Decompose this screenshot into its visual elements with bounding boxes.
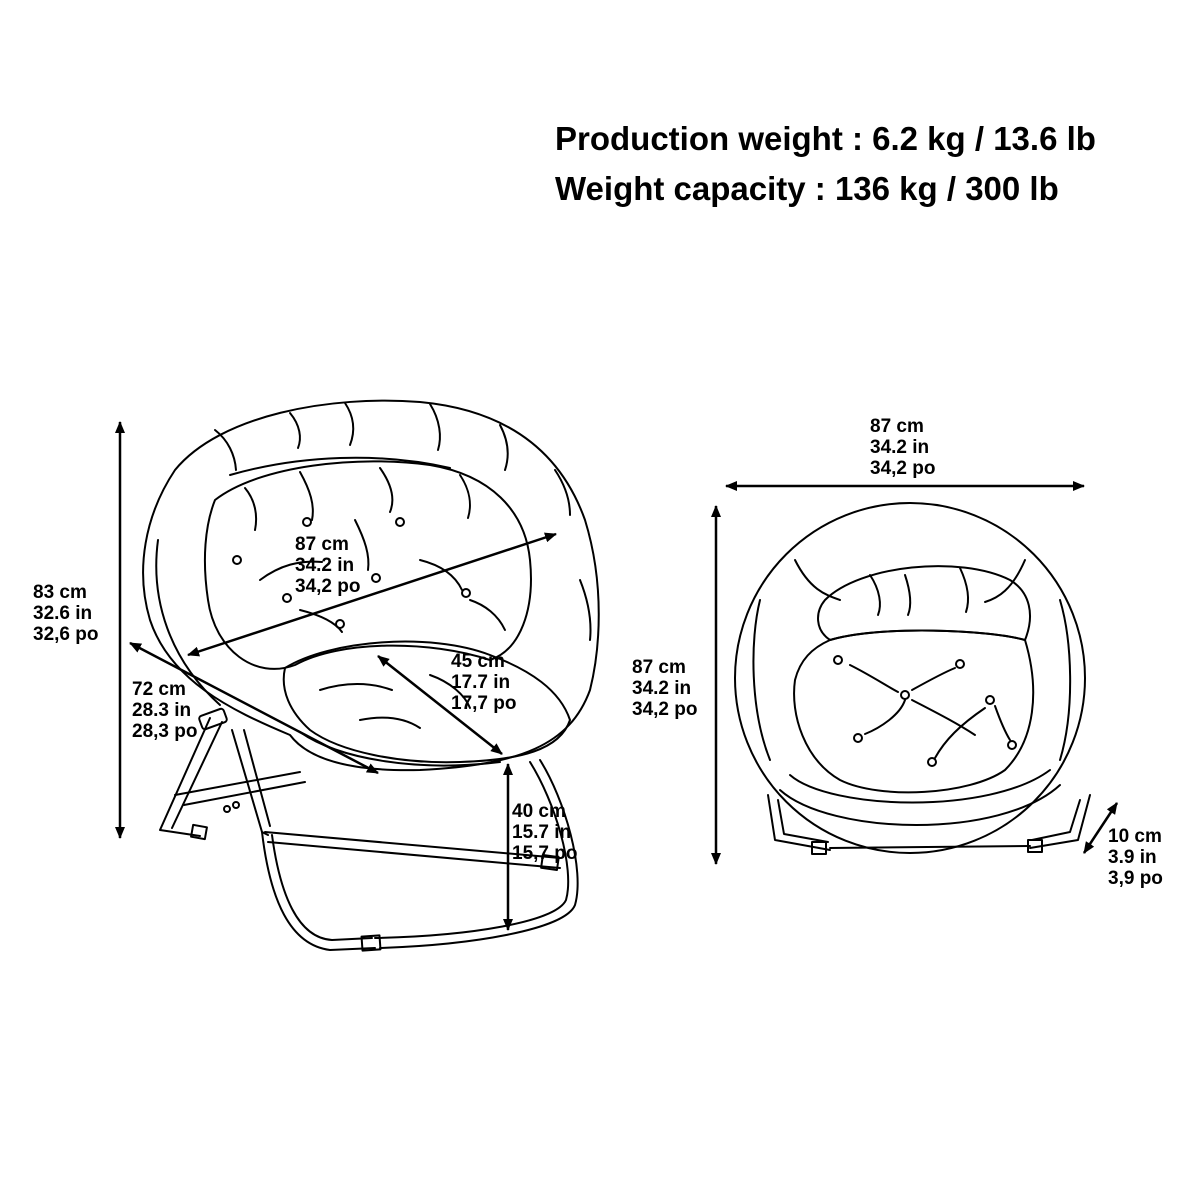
chair-top-view — [734, 502, 1091, 855]
top-backrest — [817, 565, 1031, 641]
arrow-depth-inner — [377, 655, 503, 755]
label-seat-height: 40 cm 15.7 in 15,7 po — [512, 801, 578, 864]
label-height-total: 83 cm 32.6 in 32,6 po — [33, 582, 99, 645]
label-width-front: 87 cm 34.2 in 34,2 po — [295, 534, 361, 597]
arrow-depth-side — [129, 641, 379, 775]
label-frame-clearance: 10 cm 3.9 in 3,9 po — [1108, 826, 1163, 889]
dimension-arrows — [115, 421, 1119, 931]
top-seat — [793, 629, 1035, 794]
chair-perspective-view — [142, 399, 600, 952]
production-weight: Production weight : 6.2 kg / 13.6 lb — [555, 120, 1096, 157]
specifications: Production weight : 6.2 kg / 13.6 lb Wei… — [555, 114, 1096, 214]
label-depth-side: 72 cm 28.3 in 28,3 po — [132, 679, 198, 742]
seat-cushion — [282, 640, 571, 764]
arrow-width-front — [187, 532, 557, 657]
arrow-frame-clearance — [1082, 802, 1119, 854]
label-depth-inner: 45 cm 17.7 in 17,7 po — [451, 651, 517, 714]
weight-capacity: Weight capacity : 136 kg / 300 lb — [555, 170, 1059, 207]
outer-ring — [734, 502, 1086, 854]
label-top-width: 87 cm 34.2 in 34,2 po — [870, 416, 936, 479]
label-top-height: 87 cm 34.2 in 34,2 po — [632, 657, 698, 720]
